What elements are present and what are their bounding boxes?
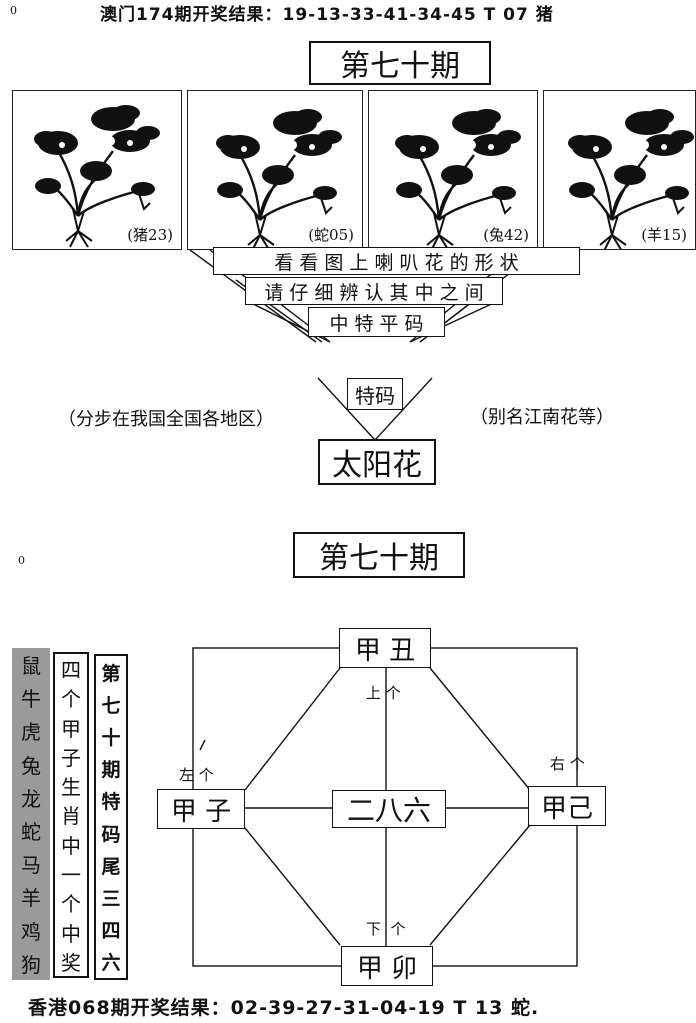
hint-char: 一	[61, 862, 81, 887]
instruction-line-3: 中 特 平 码	[308, 307, 445, 337]
hint-char: 中	[61, 833, 81, 858]
hint-char: 四	[61, 658, 81, 683]
tail-char: 三	[101, 887, 121, 910]
instruction-line-1: 看 看 图 上 喇 叭 花 的 形 状	[213, 247, 580, 275]
panel-label: (兔42)	[483, 226, 529, 244]
tail-char: 码	[101, 823, 121, 846]
panel-label: (蛇05)	[308, 226, 354, 244]
node-left: 甲 子	[157, 789, 245, 829]
node-top: 甲 丑	[339, 628, 431, 668]
side-marker-top: 0	[10, 4, 17, 17]
side-marker-bottom: 0	[18, 554, 25, 567]
zodiac-char: 马	[21, 853, 41, 878]
flower-panel-1: (猪23)	[12, 90, 182, 250]
tail-column: 第 七 十 期 特 码 尾 三 四 六	[94, 654, 128, 980]
hint-char: 中	[61, 921, 81, 946]
flower-panel-2: (蛇05)	[187, 90, 363, 250]
note-left: （分步在我国全国各地区）	[58, 409, 274, 430]
panel-label: (羊15)	[641, 226, 687, 244]
flower-panel-3: (兔42)	[368, 90, 538, 250]
zodiac-char: 龙	[21, 786, 41, 811]
zodiac-char: 鸡	[21, 919, 41, 944]
tail-char: 特	[101, 791, 121, 814]
tail-char: 六	[101, 952, 121, 975]
note-right: （别名江南花等）	[470, 407, 614, 428]
answer-box: 太阳花	[318, 439, 436, 485]
node-center: 二八六	[332, 790, 446, 828]
tail-char: 第	[101, 662, 121, 685]
tail-char: 期	[101, 759, 121, 782]
hint-char: 生	[61, 775, 81, 800]
hint-column: 四 个 甲 子 生 肖 中 一 个 中 奖	[53, 652, 89, 978]
zodiac-char: 鼠	[21, 654, 41, 679]
macau-result-text: 澳门174期开奖结果：19-13-33-41-34-45 T 07 猪	[100, 5, 554, 25]
node-right: 甲己	[528, 786, 606, 826]
tail-char: 七	[101, 694, 121, 717]
instruction-line-2: 请 仔 细 辨 认 其 中 之 间	[245, 277, 503, 305]
hk-result-text: 香港068期开奖结果：02-39-27-31-04-19 T 13 蛇.	[28, 997, 540, 1019]
tail-char: 四	[101, 920, 121, 943]
label-left-outer: 左 个	[179, 766, 214, 784]
hint-char: 个	[61, 687, 81, 712]
hint-char: 子	[61, 745, 81, 770]
zodiac-char: 蛇	[21, 820, 41, 845]
hint-char: 甲	[61, 716, 81, 741]
zodiac-char: 虎	[21, 720, 41, 745]
zodiac-char: 牛	[21, 687, 41, 712]
zodiac-column: 鼠 牛 虎 兔 龙 蛇 马 羊 鸡 狗	[12, 648, 50, 980]
zodiac-char: 兔	[21, 753, 41, 778]
tail-char: 十	[101, 726, 121, 749]
period-title-bottom: 第七十期	[293, 532, 465, 578]
hint-char: 肖	[61, 804, 81, 829]
label-bottom-inner: 下 个	[366, 920, 406, 938]
special-code-label: 特码	[347, 378, 403, 410]
tail-char: 尾	[101, 855, 121, 878]
label-top-inner: 上 个	[366, 684, 401, 702]
label-right-outer: 右 个	[550, 755, 585, 773]
panel-label: (猪23)	[127, 226, 173, 244]
zodiac-char: 羊	[21, 886, 41, 911]
node-bottom: 甲 卯	[341, 946, 433, 986]
hint-char: 奖	[61, 950, 81, 975]
period-title-top: 第七十期	[309, 41, 491, 85]
hint-char: 个	[61, 892, 81, 917]
zodiac-char: 狗	[21, 952, 41, 977]
flower-panel-4: (羊15)	[543, 90, 696, 250]
